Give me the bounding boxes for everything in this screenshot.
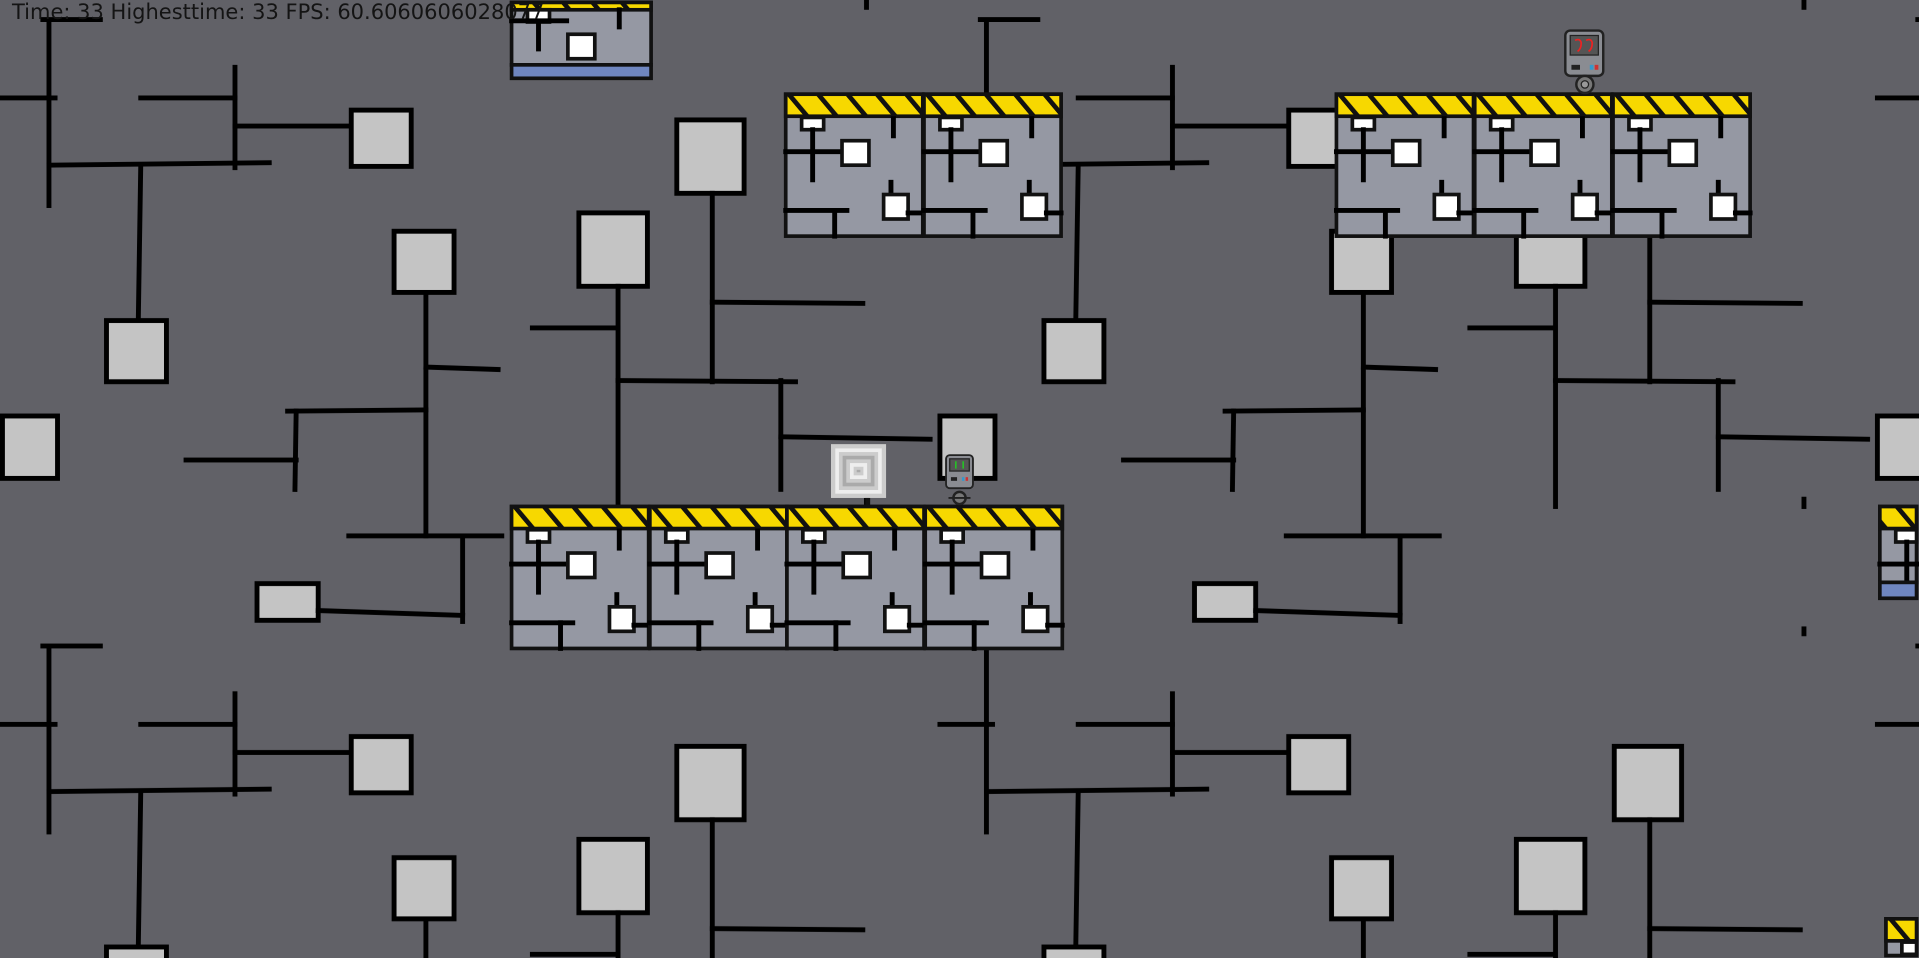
hud-stats: Time: 33 Highesttime: 33 FPS: 60.6060606… bbox=[12, 0, 545, 24]
platform-upper-middle bbox=[786, 94, 1061, 236]
platform-block-top bbox=[509, 0, 653, 81]
platform-bottom-right bbox=[1884, 917, 1919, 958]
checkpoint-portal bbox=[830, 444, 887, 507]
platform-right-edge bbox=[1877, 504, 1919, 601]
platform-upper-right bbox=[1336, 94, 1750, 236]
enemy-robot bbox=[1564, 29, 1605, 95]
player-robot bbox=[945, 454, 974, 506]
platform-lower bbox=[512, 507, 1063, 649]
